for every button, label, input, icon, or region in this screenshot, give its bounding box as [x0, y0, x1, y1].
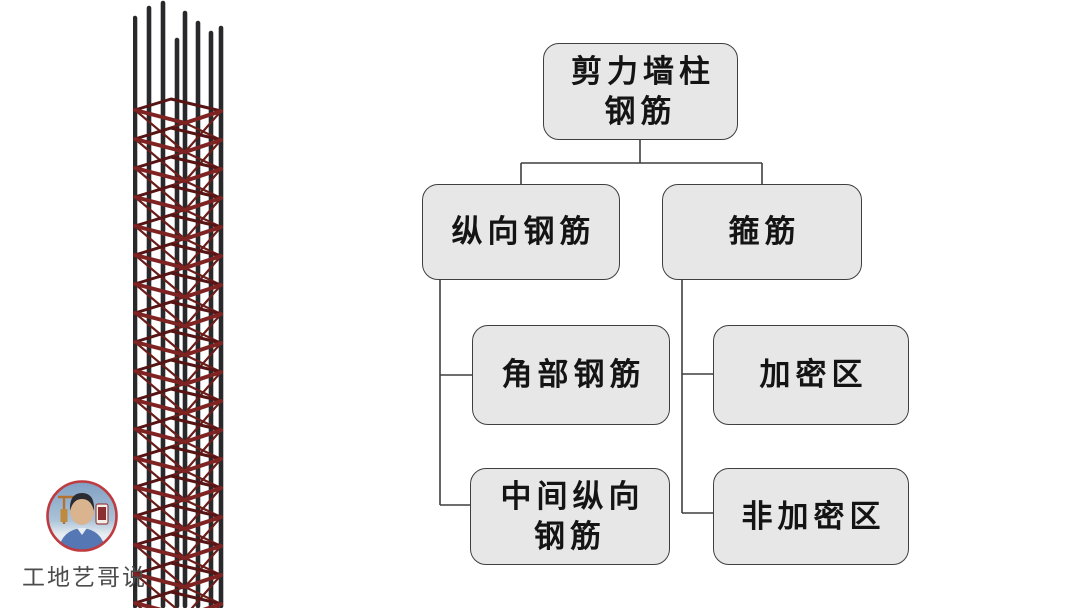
watermark-label: 工地艺哥说	[22, 564, 147, 590]
node-label-dense: 加密区	[759, 357, 868, 393]
badge-icon	[95, 503, 109, 525]
node-label-corner: 角部钢筋	[501, 357, 646, 393]
node-label-stirrup: 箍筋	[728, 214, 801, 250]
flowchart-node-longitudinal: 纵向钢筋	[422, 184, 620, 280]
flowchart-node-middle: 中间纵向 钢筋	[470, 468, 670, 565]
flowchart-node-stirrup: 箍筋	[662, 184, 862, 280]
flowchart-node-corner: 角部钢筋	[472, 325, 670, 425]
node-label-root: 剪力墙柱 钢筋	[571, 53, 715, 129]
rebar-column-illustration	[133, 0, 224, 608]
avatar	[46, 480, 118, 552]
flowchart-node-root: 剪力墙柱 钢筋	[543, 43, 738, 140]
node-label-longitudinal: 纵向钢筋	[451, 214, 596, 250]
flowchart-node-nondense: 非加密区	[713, 468, 909, 565]
flowchart-node-dense: 加密区	[713, 325, 909, 425]
node-label-middle: 中间纵向 钢筋	[500, 478, 645, 554]
node-label-nondense: 非加密区	[741, 498, 886, 534]
